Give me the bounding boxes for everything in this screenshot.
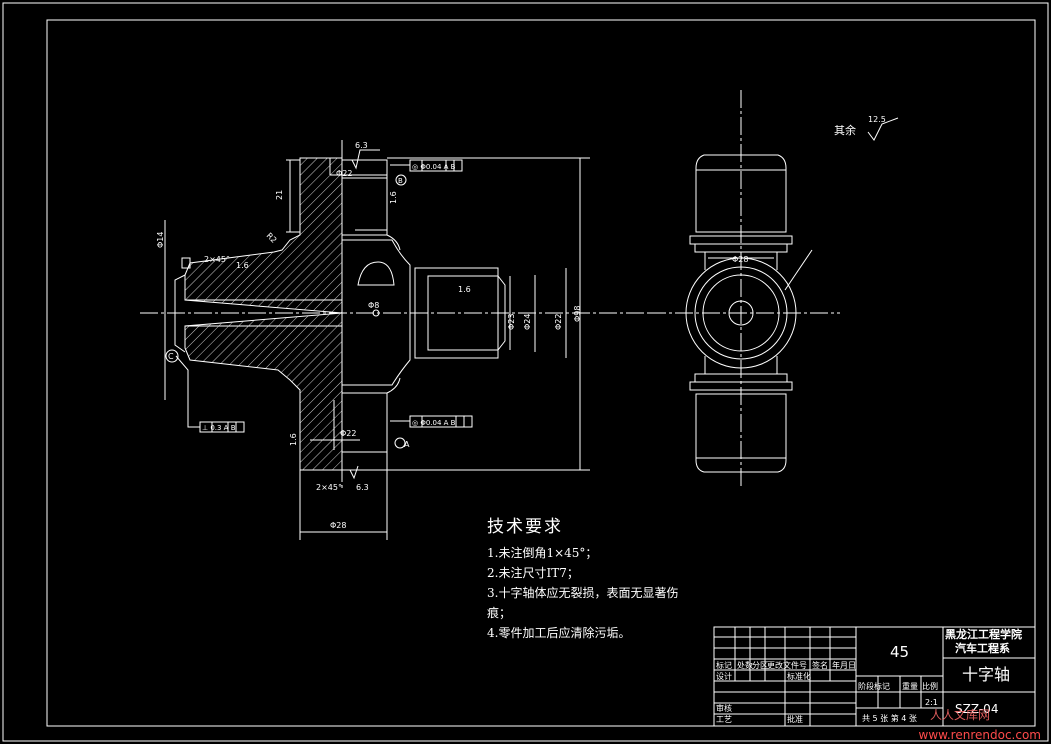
dim-bottom-bore: Φ22: [340, 429, 356, 438]
dim-side-top: 1.6: [389, 191, 398, 204]
fcf-left: ⊥ 0.3 A B: [202, 424, 236, 432]
dim-dia-bore1: Φ23: [507, 314, 516, 330]
tb-row-process: 工艺: [716, 715, 732, 724]
tech-req-title: 技术要求: [487, 517, 563, 537]
side-view: [648, 90, 899, 488]
ra-top-label: 6.3: [355, 141, 368, 150]
tb-stage-scale: 比例: [922, 681, 938, 691]
tb-sheet-info: 共 5 张 第 4 张: [862, 713, 917, 723]
tb-header-sign: 签名: [812, 660, 828, 670]
title-block-text: 45 黑龙江工程学院 汽车工程系 十字轴 SZZ-04 标记 处数 分区 更改文…: [716, 627, 1022, 724]
title-block-grid: [713, 626, 1036, 727]
datum-b: B: [398, 177, 403, 185]
tb-stage-mark: 阶段标记: [858, 681, 890, 691]
roughness-other-label: 其余: [834, 123, 856, 137]
tb-header-count: 处数: [737, 660, 753, 670]
ra-bottom-label: 6.3: [356, 483, 369, 492]
chamfer-left: 2×45°: [204, 255, 230, 264]
drawing-labels: 其余 12.5 6.3 6.3 21 Φ22 Φ14 Φ8 Φ23 Φ24 Φ2…: [156, 115, 886, 530]
dim-height-left: 21: [275, 190, 284, 200]
watermark-url[interactable]: www.renrendoc.com: [918, 728, 1041, 742]
dim-dia-top: Φ22: [336, 169, 352, 178]
school-line2: 汽车工程系: [955, 641, 1010, 655]
tb-row-approve: 批准: [787, 714, 803, 724]
inner-border: [46, 19, 1036, 727]
watermark-overlay: 人人文库网: [930, 708, 991, 722]
tb-header-mark: 标记: [716, 660, 732, 670]
dim-dia-center: Φ8: [368, 301, 379, 310]
tb-row-design: 设计: [716, 671, 732, 681]
tb-header-zone: 分区: [752, 661, 768, 670]
tech-req-line-1: 1.未注倒角1×45°；: [487, 546, 598, 560]
dim-side-bottom: 1.6: [289, 433, 298, 446]
fcf-top: ◎ Φ0.04 A B: [412, 163, 456, 171]
chamfer-right: 1.6: [458, 285, 471, 294]
radius-label: R2: [265, 231, 279, 245]
tech-req-line-2: 2.未注尺寸IT7；: [487, 566, 579, 580]
school-line1: 黑龙江工程学院: [945, 627, 1022, 641]
roughness-other-value: 12.5: [868, 115, 886, 124]
datum-a: A: [404, 440, 410, 449]
front-view: [140, 140, 660, 540]
tb-header-doc: 更改文件号: [767, 660, 807, 670]
part-name: 十字轴: [962, 665, 1010, 684]
chamfer-left-small: 1.6: [236, 261, 249, 270]
chamfer-bottom: 2×45°: [316, 483, 342, 492]
material-label: 45: [890, 643, 909, 661]
technical-requirements: 技术要求 1.未注倒角1×45°； 2.未注尺寸IT7； 3.十字轴体应无裂损，…: [487, 512, 678, 643]
dim-dia-bore2: Φ24: [523, 314, 532, 330]
dim-bottom-dia: Φ28: [330, 521, 346, 530]
tb-header-date: 年月日: [832, 660, 856, 670]
tech-req-line-3: 3.十字轴体应无裂损，表面无显著伤: [487, 586, 679, 600]
dim-dia-bore3: Φ22: [554, 314, 563, 330]
dim-overall: Φ98: [573, 306, 582, 322]
side-dim-top: Φ28: [732, 255, 748, 264]
tech-req-line-4: 痕；: [487, 606, 512, 620]
dim-dia-left: Φ14: [156, 232, 165, 248]
fcf-bottom: ◎ Φ0.04 A B: [412, 419, 456, 427]
tb-row-standard: 标准化: [787, 671, 811, 681]
drawing-number: SZZ-04: [955, 702, 998, 716]
tb-scale-value: 2:1: [925, 698, 938, 707]
datum-c: C: [168, 352, 174, 361]
tb-row-review: 审核: [716, 703, 732, 713]
tech-req-line-5: 4.零件加工后应清除污垢。: [487, 626, 631, 640]
tb-stage-weight: 重量: [902, 681, 918, 691]
